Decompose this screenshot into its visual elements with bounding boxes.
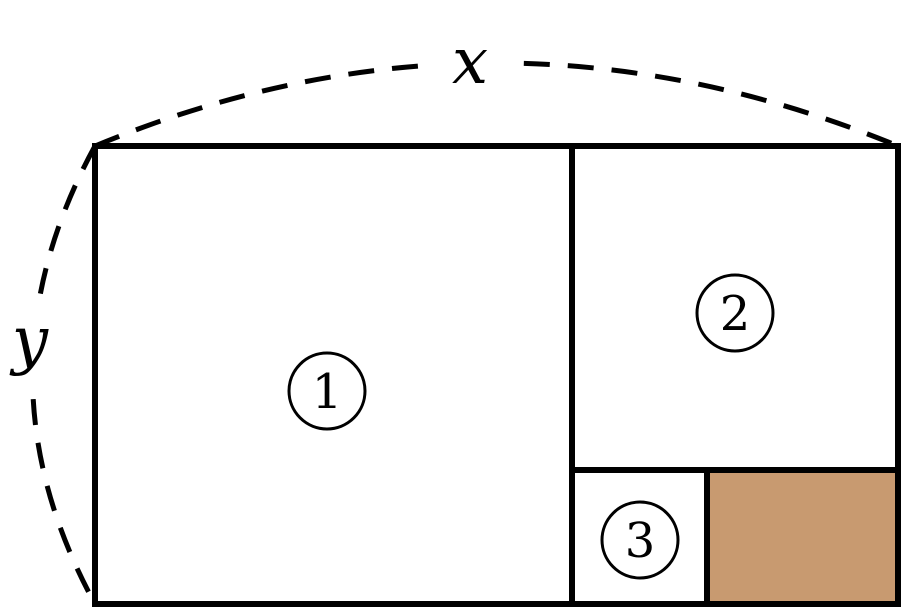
width-variable-label: x [452, 25, 488, 99]
region-3-label: 3 [625, 513, 656, 569]
region-3-circle [600, 500, 680, 580]
region-2-circle [695, 273, 775, 353]
region-1-label: 1 [312, 364, 343, 420]
width-label-mask [432, 28, 520, 98]
region-3-marker: 3 [600, 500, 680, 580]
shaded-square [707, 470, 898, 604]
region-1-marker: 1 [287, 351, 367, 431]
outer-rectangle [92, 143, 901, 607]
region-2-marker: 2 [695, 273, 775, 353]
height-variable-label: y [9, 304, 49, 378]
region-1-circle [287, 351, 367, 431]
height-label-mask [2, 300, 56, 390]
region-2-label: 2 [720, 286, 751, 342]
